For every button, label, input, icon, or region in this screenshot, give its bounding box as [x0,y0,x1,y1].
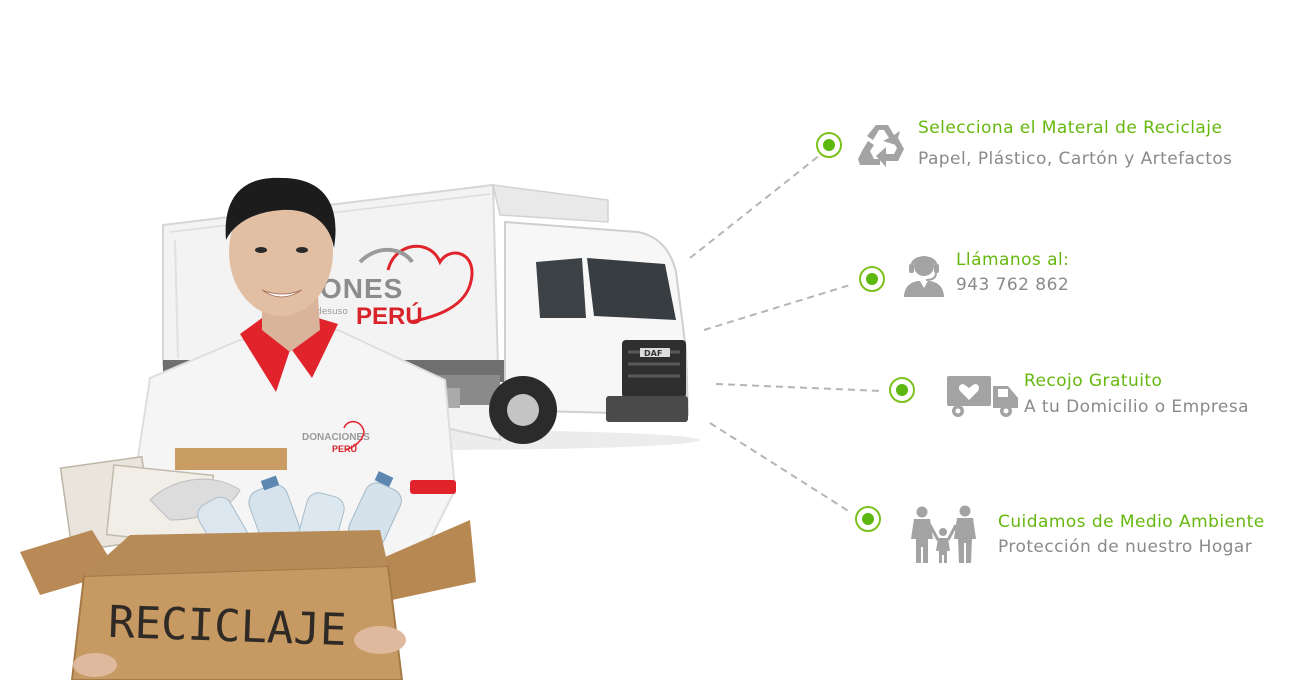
feature-4-subtitle: Protección de nuestro Hogar [998,537,1253,557]
truck-heart-logo [386,244,474,324]
feature-1-title: Selecciona el Materal de Reciclaje [918,118,1223,138]
feature-2-phone[interactable]: 943 762 862 [956,275,1070,295]
feature-3-subtitle: A tu Domicilio o Empresa [1024,397,1250,417]
bullet-dot-3 [889,377,915,403]
box-label: RECICLAJE [107,597,347,656]
family-icon [908,505,978,565]
feature-4-title: Cuidamos de Medio Ambiente [998,512,1265,532]
shirt-brand-line2: PERÚ [332,443,357,454]
delivery-truck-icon [946,374,1020,418]
feature-2-title: Llámanos al: [956,250,1070,270]
feature-1-subtitle: Papel, Plástico, Cartón y Artefactos [918,149,1233,169]
headset-agent-icon [902,250,946,298]
feature-3-title: Recojo Gratuito [1024,371,1163,391]
truck-brand-small: desuso [316,307,348,317]
recycle-icon [856,121,908,171]
bullet-dot-1 [816,132,842,158]
recycling-box: RECICLAJE [20,520,476,680]
bullet-dot-2 [859,266,885,292]
bullet-dot-4 [855,506,881,532]
shirt-brand-line1: DONACIONES [302,432,370,443]
truck-brand-line2: PERÚ [356,302,423,330]
truck-cab-badge: DAF [644,349,662,358]
person-face [229,188,333,316]
